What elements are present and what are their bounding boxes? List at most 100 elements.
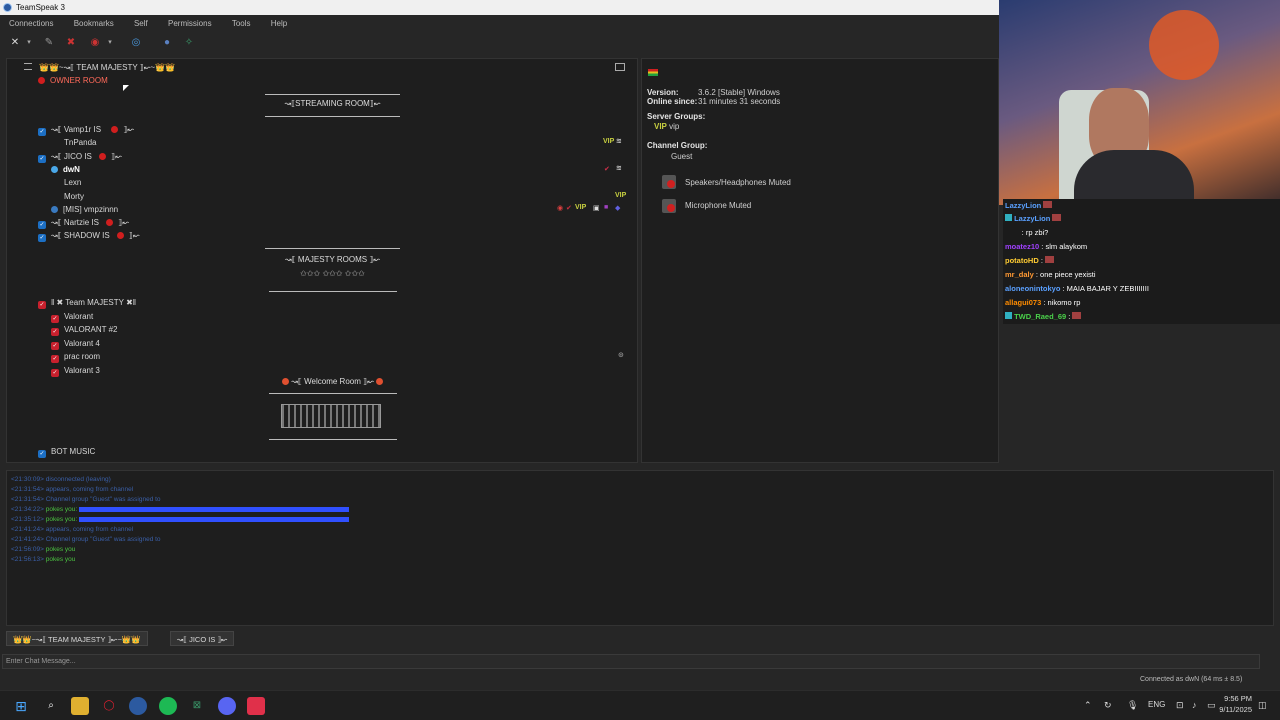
window-title: TeamSpeak 3 bbox=[16, 3, 65, 12]
log-link[interactable] bbox=[78, 506, 349, 512]
server-name[interactable]: 👑👑~↝⟦ TEAM MAJESTY ⟧↜~👑👑 bbox=[39, 63, 176, 72]
channel-valorant-2[interactable]: ✓VALORANT #2 bbox=[51, 323, 118, 336]
dropdown-arrow-icon[interactable]: ▾ bbox=[27, 39, 31, 46]
menu-help[interactable]: Help bbox=[270, 19, 288, 28]
chat-text: : slm alaykom bbox=[1041, 242, 1088, 251]
log-line: <21:35:12> pokes you: bbox=[11, 515, 349, 525]
contacts-icon[interactable]: ● bbox=[163, 37, 171, 48]
away-icon[interactable]: ✧ bbox=[184, 37, 194, 48]
valorant-icon: ✓ bbox=[51, 315, 59, 323]
online-since-label: Online since: bbox=[647, 97, 698, 106]
divider bbox=[269, 439, 397, 440]
chat-username bbox=[1005, 228, 1022, 237]
opera-icon[interactable]: ◯ bbox=[103, 700, 115, 711]
battery-icon[interactable]: ▭ bbox=[1207, 700, 1216, 710]
badge-icon bbox=[1005, 214, 1012, 221]
channel-bot-music[interactable]: ✓BOT MUSIC bbox=[38, 445, 95, 458]
app-icon[interactable]: ⊠ bbox=[192, 700, 202, 711]
chat-username: allagui073 bbox=[1005, 298, 1042, 307]
log-line: <21:56:13> pokes you bbox=[11, 555, 75, 565]
menu-bar: Connections Bookmarks Self Permissions T… bbox=[0, 16, 1000, 31]
group-icon: ■ bbox=[604, 204, 609, 211]
channel-jico[interactable]: ✓↝⟦ JICO IS ⟧↜ bbox=[38, 150, 122, 163]
key-icon[interactable]: ✎ bbox=[44, 37, 54, 48]
language-indicator[interactable]: ENG bbox=[1148, 700, 1166, 709]
channel-valorant-4[interactable]: ✓Valorant 4 bbox=[51, 337, 100, 350]
channel-welcome-room[interactable]: ↝⟦ Welcome Room ⟧↜ bbox=[265, 377, 400, 386]
chat-input[interactable]: Enter Chat Message... bbox=[2, 654, 1260, 669]
spotify-icon[interactable] bbox=[159, 697, 177, 715]
streamer-webcam bbox=[999, 0, 1280, 205]
valorant-icon[interactable] bbox=[247, 697, 265, 715]
client-tnpanda[interactable]: TnPanda bbox=[64, 138, 97, 147]
file-explorer-icon[interactable] bbox=[71, 697, 89, 715]
microphone-icon[interactable]: 🎙 bbox=[1127, 700, 1139, 710]
menu-bookmarks[interactable]: Bookmarks bbox=[73, 19, 114, 28]
log-text: pokes you: bbox=[45, 506, 78, 513]
group-icon: ◆ bbox=[615, 205, 621, 212]
chat-message: TWD_Raed_69 : bbox=[1005, 310, 1082, 323]
channel-icon: ✓ bbox=[38, 450, 46, 458]
chat-message: LazzyLion bbox=[1005, 212, 1062, 225]
server-groups-label: Server Groups: bbox=[647, 112, 706, 121]
channel-valorant[interactable]: ✓Valorant bbox=[51, 310, 93, 323]
channel-owner-room[interactable]: OWNER ROOM bbox=[38, 74, 108, 87]
client-vmpzinnn[interactable]: [MIS] vmpzinnn bbox=[51, 203, 118, 216]
stream-chat-overlay: LazzyLion LazzyLion : rp zbi? moatez10 :… bbox=[1003, 199, 1280, 324]
menu-tools[interactable]: Tools bbox=[231, 19, 251, 28]
valorant-icon: ✓ bbox=[51, 342, 59, 350]
log-link[interactable] bbox=[78, 516, 349, 522]
chevron-up-icon[interactable]: ⌃ bbox=[1084, 700, 1092, 710]
disconnect-icon[interactable]: ✕ bbox=[10, 37, 20, 48]
menu-connections[interactable]: Connections bbox=[9, 19, 54, 28]
discord-icon[interactable] bbox=[218, 697, 236, 715]
start-button[interactable]: ⊞ bbox=[15, 698, 27, 714]
clock-time[interactable]: 9:56 PM bbox=[1224, 694, 1252, 703]
toolbar: ✕ ▾ ✎ ✖ ◉ ▾ ◎ ● ✧ bbox=[0, 32, 1000, 54]
tab-channel[interactable]: ↝⟦ JICO IS ⟧↜ bbox=[170, 631, 235, 646]
rank-icon: ≋ bbox=[616, 165, 622, 172]
channel-prac-room[interactable]: ✓prac room bbox=[51, 350, 100, 363]
channel-valorant-3[interactable]: ✓Valorant 3 bbox=[51, 364, 100, 377]
server-icon bbox=[24, 63, 32, 70]
client-morty[interactable]: Morty bbox=[64, 192, 84, 201]
mute-speakers-icon[interactable]: ◉ bbox=[90, 37, 100, 48]
windows-taskbar: ⊞ ⌕ ◯ ⊠ ⌃ ↻ 🎙 ENG ⊡ ♪ ▭ 9:56 PM 9/11/202… bbox=[0, 690, 1280, 720]
channel-icon: ✓ bbox=[38, 128, 46, 136]
client-dwn[interactable]: dwN bbox=[51, 163, 80, 176]
network-icon[interactable]: ⊡ bbox=[1176, 700, 1184, 710]
menu-permissions[interactable]: Permissions bbox=[168, 19, 212, 28]
divider bbox=[269, 291, 397, 292]
log-text: disconnected (leaving) bbox=[45, 476, 111, 483]
channel-team-majesty[interactable]: ✓‖ ✖ Team MAJESTY ✖‖ bbox=[38, 296, 136, 309]
channel-label: ‖ ✖ Team MAJESTY ✖‖ bbox=[51, 298, 137, 307]
search-icon[interactable]: ⌕ bbox=[48, 700, 54, 711]
tab-server[interactable]: 👑👑~↝⟦ TEAM MAJESTY ⟧↜~👑👑 bbox=[6, 631, 148, 646]
sync-icon[interactable]: ↻ bbox=[1104, 700, 1112, 710]
channel-group-value: Guest bbox=[671, 152, 693, 161]
channel-label: ↝⟦ Nartzie IS bbox=[51, 218, 100, 227]
subscribe-icon[interactable]: ◎ bbox=[131, 37, 141, 48]
client-lexn[interactable]: Lexn bbox=[64, 178, 82, 187]
channel-nartzie[interactable]: ✓↝⟦ Nartzie IS ⟧↜ bbox=[38, 216, 129, 229]
teamspeak-logo-icon bbox=[3, 3, 12, 12]
talking-status-icon bbox=[51, 166, 58, 173]
emoji-icon bbox=[282, 378, 290, 385]
clock-date[interactable]: 9/11/2025 bbox=[1219, 705, 1252, 714]
menu-self[interactable]: Self bbox=[133, 19, 148, 28]
teamspeak-icon[interactable] bbox=[129, 697, 147, 715]
chat-username: LazzyLion bbox=[1014, 214, 1051, 223]
dropdown-arrow-icon[interactable]: ▾ bbox=[108, 39, 112, 46]
mute-microphone-icon[interactable]: ✖ bbox=[66, 37, 76, 48]
channel-vamp1r[interactable]: ✓↝⟦ Vamp1r IS ⟧↜ bbox=[38, 123, 134, 136]
volume-icon[interactable]: ♪ bbox=[1192, 700, 1197, 710]
notification-icon[interactable]: ◫ bbox=[1258, 700, 1267, 710]
channel-majesty-rooms[interactable]: ↝⟦ MAJESTY ROOMS ⟧↜ bbox=[285, 255, 380, 264]
log-line: <21:56:09> pokes you bbox=[11, 545, 75, 555]
server-group-item: VIP vip bbox=[654, 122, 679, 131]
version-value: 3.6.2 [Stable] Windows bbox=[698, 88, 780, 97]
channel-shadow[interactable]: ✓↝⟦ SHADOW IS ⟧↜ bbox=[38, 229, 140, 242]
mouse-cursor-icon bbox=[123, 85, 129, 91]
log-timestamp: <21:35:12> bbox=[11, 516, 44, 523]
channel-streaming-room[interactable]: ↝⟦STREAMING ROOM⟧↜ bbox=[284, 99, 381, 108]
